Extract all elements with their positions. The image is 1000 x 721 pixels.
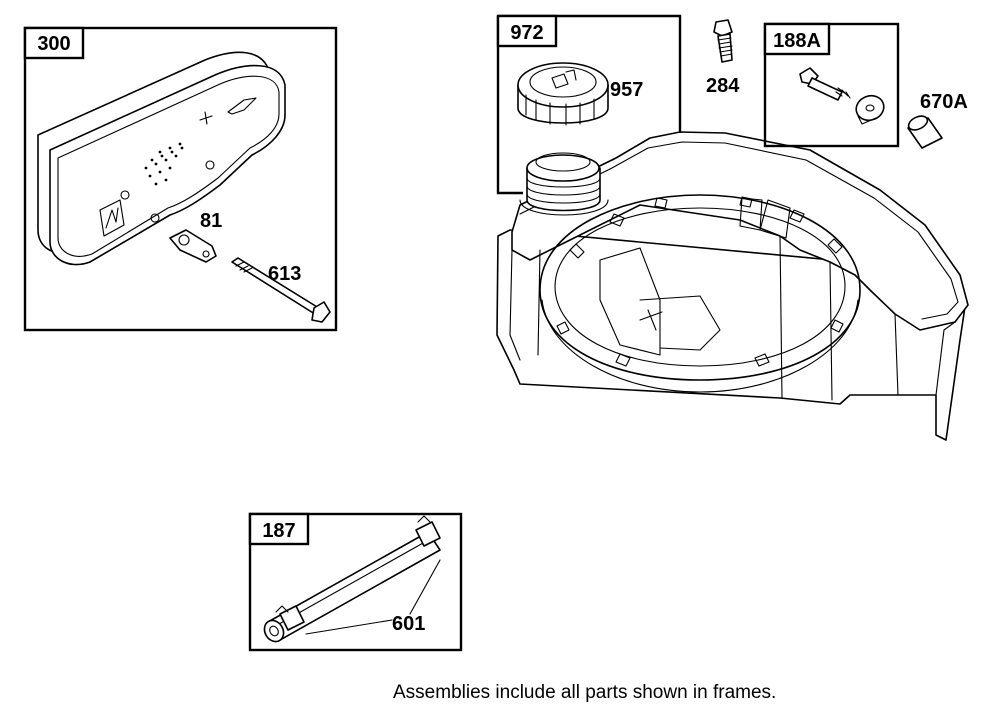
part-number-muffler-bolt: 613 [268,263,301,285]
spacer-drawing [907,115,943,149]
shoulder-screw-drawing [799,67,851,101]
frame-muffler: 300 [23,26,338,332]
lock-plate-drawing [169,229,217,263]
part-number-screw: 284 [706,75,740,97]
screw-drawing [713,19,733,63]
frame-fuel-line: 187 601 [248,512,463,652]
blower-housing-drawing [496,131,969,441]
washer-drawing [855,94,885,125]
muffler-bolt-drawing [231,257,331,323]
frame-tag-fuel-cap: 972 [510,22,543,44]
part-number-fuel-cap: 957 [610,79,643,101]
fuel-cap-drawing [517,62,609,126]
footer-note: Assemblies include all parts shown in fr… [393,682,776,703]
frame-tag-muffler: 300 [37,33,70,55]
part-number-spacer: 670A [920,91,968,113]
frame-fuel-cap: 972 957 [496,14,682,195]
part-number-fuel-line: 601 [392,613,425,635]
frame-screw-kit: 188A [763,22,900,148]
part-number-lock-plate: 81 [200,210,222,232]
muffler-drawing [37,51,286,266]
fuel-line-drawing [263,515,441,643]
frame-tag-screw-kit: 188A [773,30,821,52]
frame-tag-fuel-line: 187 [262,520,295,542]
